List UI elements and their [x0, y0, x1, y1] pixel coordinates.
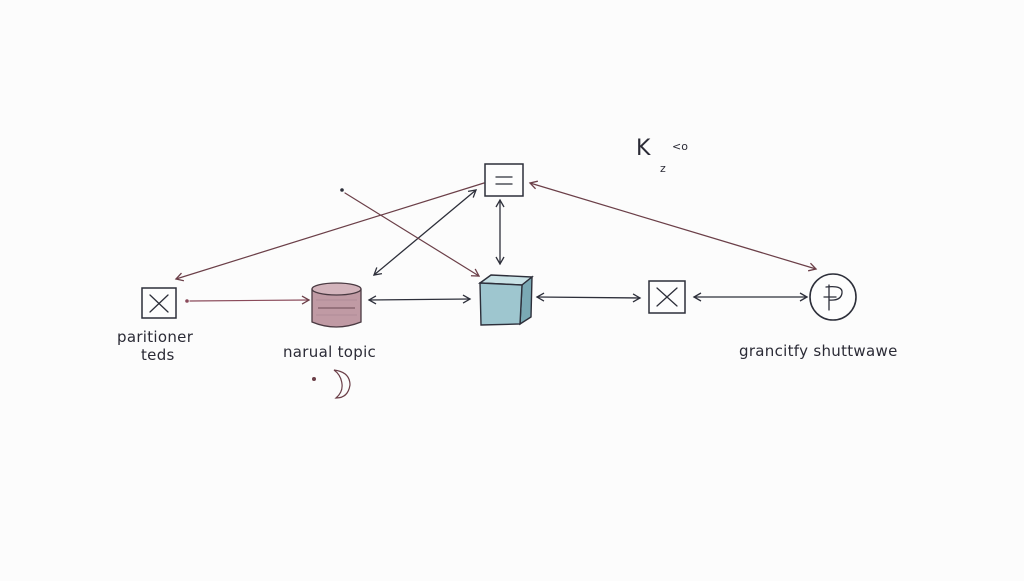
edge-top-to-circle — [528, 180, 818, 272]
annotation-suffix: <o — [672, 140, 688, 153]
annotation-sub: z — [660, 162, 666, 175]
annotation-main: K — [636, 136, 651, 161]
k-annotation: K <o z — [636, 136, 688, 175]
edge-cube-to-xbox — [535, 292, 642, 303]
partitioner-label-line2: teds — [141, 346, 175, 364]
topic-database-node — [311, 282, 362, 328]
edge-top-to-partitioner — [174, 182, 485, 282]
cube-node — [477, 274, 534, 326]
mid-x-box-node — [648, 280, 686, 314]
partitioner-port — [185, 299, 189, 303]
circle-p-node — [809, 273, 857, 321]
p-icon — [823, 284, 843, 311]
edge-dot-to-cube — [344, 192, 481, 277]
edge-top-to-db — [372, 189, 478, 276]
moon-doodle-icon — [312, 369, 351, 399]
top-box-node — [484, 163, 524, 197]
edge-db-to-cube — [367, 294, 472, 305]
partitioner-label-line1: paritioner — [117, 328, 194, 346]
circle-p-label: grancitfy shuttwawe — [739, 342, 898, 360]
partitioner-node — [141, 287, 177, 319]
edge-partitioner-to-db — [189, 295, 311, 305]
start-dot — [340, 188, 344, 192]
topic-db-label: narual topic — [283, 343, 376, 361]
